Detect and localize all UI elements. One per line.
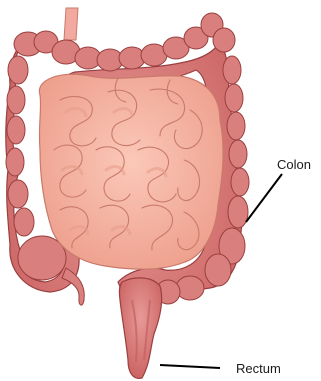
rectum — [119, 278, 161, 378]
colon-label: Colon — [277, 158, 311, 171]
rectum-label: Rectum — [236, 362, 281, 375]
small-intestine-body — [39, 74, 223, 269]
rectum-leader-line — [160, 365, 220, 368]
rectum-body — [119, 278, 161, 378]
small-intestine — [39, 74, 223, 269]
upper-tube-stub — [64, 8, 78, 40]
colon-leader-line — [246, 174, 282, 222]
